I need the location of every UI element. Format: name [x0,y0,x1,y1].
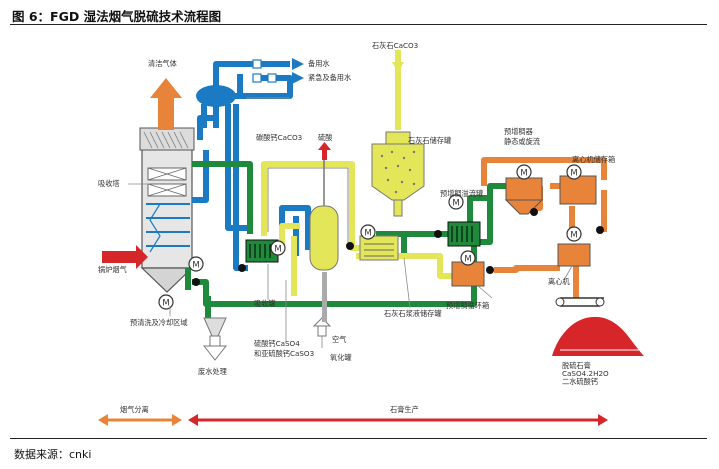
leader-lines [128,183,573,348]
water-drum [196,85,236,107]
pre-thickener [504,177,544,215]
reagent-line-outline [267,167,349,244]
label-pre-thickener-l1: 预增稠器 [504,127,533,136]
motor-label: M [274,245,281,255]
figure-source: 数据来源：cnki [14,448,92,461]
wastewater-output [202,317,228,361]
motor-icon [566,164,582,180]
label-limestone-silo: 石灰石储存罐 [408,136,451,145]
motor-label: M [520,169,527,179]
valves [252,59,277,83]
diagram-labels: 清洁气体 备用水 紧急及备用水 石灰石CaCO3 石灰石储存罐 吸收塔 锅炉烟气… [98,41,615,386]
label-absorber: 吸收塔 [98,179,120,188]
figure-title: 图 6：FGD 湿法烟气脱硫技术流程图 [12,9,222,24]
label-centrifuge: 离心机 [548,277,570,286]
label-boiler-flue-gas: 锅炉烟气 [98,265,127,274]
motor-label: M [570,169,577,179]
pump-icons [192,208,604,286]
label-slurry-tank: 石灰石浆液储存罐 [384,309,442,318]
motor-label: M [364,229,371,239]
pump-icon [530,208,538,216]
label-sulfate-line2: 和亚硫酸钙CaSO3 [254,349,314,358]
centrifuge-storage-tank [559,175,597,205]
motor-icon [188,256,204,272]
clean-gas-arrow [150,78,182,130]
bottom-rule [10,438,707,439]
motor-icon [360,224,376,240]
label-reagent-caco3: 碳酸钙CaCO3 [256,133,302,142]
motor-icon [566,226,582,242]
limestone-silo [371,50,425,217]
flue-gas-inlet-arrow [102,245,148,269]
motor-icons: M M M M M M M M M [158,164,582,310]
label-sulfate-line1: 硫酸钙CaSO4 [254,339,300,348]
motor-icon [516,164,532,180]
label-precooling-zone: 预清洗及冷却区域 [130,318,188,327]
label-gypsum-l3: 二水硫酸钙 [562,377,598,386]
label-emergency-water: 紧急及备用水 [308,73,351,82]
pump-icon [596,226,604,234]
label-oxidation-tank: 氧化罐 [330,353,352,362]
motor-label: M [162,299,169,309]
label-limestone: 石灰石CaCO3 [372,41,418,50]
label-wastewater: 废水处理 [198,367,227,376]
label-clean-flue-gas: 清洁气体 [148,59,177,68]
pump-icon [346,242,354,250]
pre-thickener-loop-tank [451,261,485,287]
label-flue-section: 烟气分离 [120,405,149,414]
motor-label: M [452,199,459,209]
motor-icon [448,194,464,210]
pump-icon [434,230,442,238]
motor-label: M [192,261,199,271]
motor-icon [158,294,174,310]
absorber-tower [139,127,195,293]
motor-label: M [464,255,471,265]
top-rule [10,24,707,25]
label-backup-water: 备用水 [308,59,330,68]
label-centrifuge-tank: 离心机储存箱 [572,155,615,164]
section-arrows: 烟气分离 石膏生产 [98,405,608,426]
oxidation-tank [309,205,339,271]
label-air: 空气 [332,335,346,344]
label-gypsum-section: 石膏生产 [390,405,419,414]
centrifuge-unit [557,243,591,267]
label-sulfuric-acid: 硫酸 [318,133,332,142]
motor-icon [270,240,286,256]
label-pre-thickener-tank-l1: 预增稠溢流罐 [440,189,483,198]
pump-icon [238,264,246,272]
label-gypsum-l1: 脱硫石膏 [562,361,591,370]
air-input-arrow [312,272,332,337]
label-absorb-tank: 吸收罐 [254,299,276,308]
motor-label: M [570,231,577,241]
overflow-tank-hx [447,221,481,247]
pump-icon [192,278,200,286]
pump-icon [486,266,494,274]
label-pre-thickener-loop: 预增稠循环箱 [446,301,489,310]
motor-icon [460,250,476,266]
gypsum-output [552,297,644,356]
label-pre-thickener-l2: 静态或旋流 [504,137,540,146]
label-gypsum-l2: CaSO4.2H2O [562,369,609,378]
